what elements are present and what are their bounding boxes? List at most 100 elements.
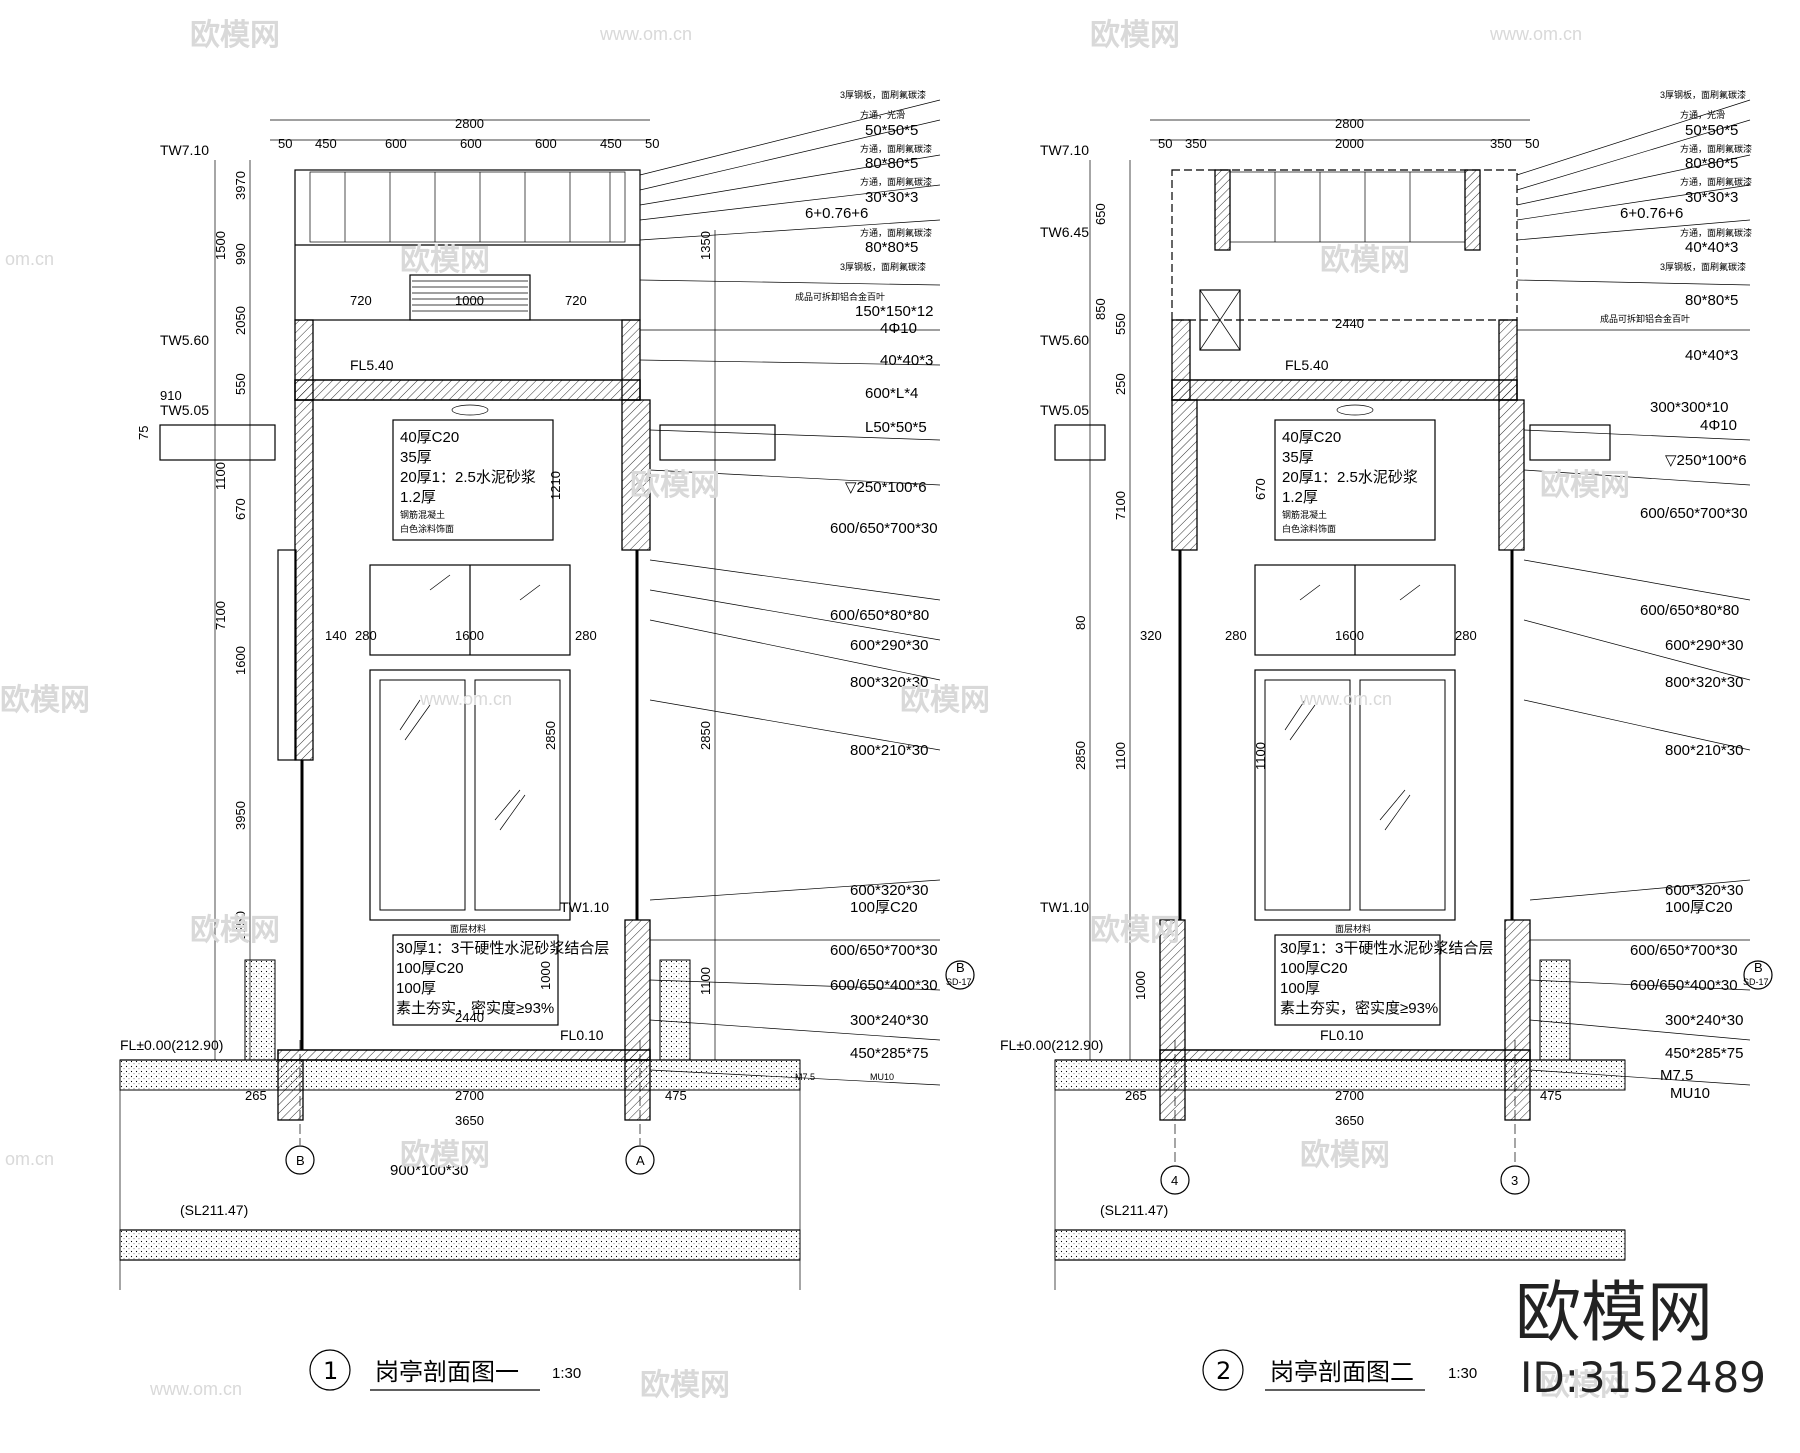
layer-note: 35厚 [1282, 449, 1314, 466]
layer-note: 1.2厚 [1282, 489, 1318, 506]
material-note: 方通，面刷氟碳漆 [1680, 227, 1752, 238]
watermark-brand: 欧模网 [190, 914, 280, 947]
elevation-mark: TW7.10 [1040, 142, 1089, 158]
watermark-brand: 欧模网 [190, 19, 280, 52]
material-note: 300*300*10 [1650, 399, 1728, 416]
watermark-brand: 欧模网 [1090, 914, 1180, 947]
inner-dim: 720 [350, 293, 372, 308]
watermark-url: www.om.cn [419, 689, 512, 709]
left-dim: 250 [1113, 373, 1128, 395]
left-dim: 670 [1253, 478, 1268, 500]
top-dim: 2000 [1335, 136, 1364, 151]
material-note: 40*40*3 [1685, 239, 1738, 256]
material-note: 方通，光滑 [1680, 109, 1725, 120]
left-dim: 650 [1093, 203, 1108, 225]
layer-note: 30厚1：3干硬性水泥砂浆结合层 [1280, 939, 1493, 957]
material-note: 600/650*80*80 [830, 607, 929, 624]
material-note: 30*30*3 [865, 189, 918, 206]
material-note: 80*80*5 [865, 155, 918, 172]
left-dim: 3970 [233, 171, 248, 200]
material-note: 方通，面刷氟碳漆 [860, 227, 932, 238]
layer-note: 40厚C20 [1282, 429, 1341, 446]
watermark-url: www.om.cn [149, 1379, 242, 1399]
section-mark-ref: SD-17 [1743, 977, 1769, 987]
inner-dim: 140 [325, 628, 347, 643]
material-note: 600*320*30 [1665, 882, 1743, 899]
drawing-title: 岗亭剖面图一 [375, 1358, 519, 1386]
axis-label-3: 3 [1511, 1173, 1518, 1188]
axis-label-a: A [636, 1153, 645, 1168]
layer-note: 30厚1：3干硬性水泥砂浆结合层 [396, 939, 609, 957]
inner-dim: 720 [565, 293, 587, 308]
left-dim: 1600 [233, 646, 248, 675]
layer-note: 40厚C20 [400, 429, 459, 446]
material-note: 3厚钢板，面刷氟碳漆 [840, 261, 926, 272]
top-dim: 50 [278, 136, 292, 151]
layer-note: 35厚 [400, 449, 432, 466]
material-note: 80*80*5 [1685, 155, 1738, 172]
material-note: 80*80*5 [865, 239, 918, 256]
section-drawing-1 [119, 99, 975, 1391]
material-note: 3厚钢板，面刷氟碳漆 [1660, 261, 1746, 272]
left-dimension-column: 1500 3970 990 2050 550 910 75 1100 670 7… [136, 171, 553, 990]
brand-id: ID:3152489 [1520, 1353, 1766, 1402]
watermark-url: www.om.cn [599, 24, 692, 44]
watermark-brand: 欧模网 [1540, 469, 1630, 502]
inner-dimensions-2: 2440 320 280 1600 280 2700 3650 265 475 [1125, 316, 1562, 1128]
material-note: 800*320*30 [850, 674, 928, 691]
material-note: 4Φ10 [880, 320, 917, 337]
corner-brand: 欧模网 ID:3152489 [1515, 1274, 1766, 1402]
left-dim: 80 [1073, 616, 1088, 630]
material-note: 方通，光滑 [860, 109, 905, 120]
left-dim: 1000 [1133, 971, 1148, 1000]
material-note: MU10 [870, 1072, 894, 1082]
inner-dim: 1600 [455, 628, 484, 643]
material-note: 800*210*30 [850, 742, 928, 759]
material-note: MU10 [1670, 1085, 1710, 1102]
material-note: 50*50*5 [865, 122, 918, 139]
left-dim: 7100 [213, 601, 228, 630]
inner-dim: 320 [1140, 628, 1162, 643]
elevation-mark: TW5.05 [160, 402, 209, 418]
inner-dim: 2440 [1335, 316, 1364, 331]
inner-dim: 2700 [455, 1088, 484, 1103]
brand-logo-text: 欧模网 [1515, 1274, 1713, 1351]
material-note: 600/650*400*30 [830, 977, 938, 994]
watermark-brand: 欧模网 [0, 684, 90, 717]
material-note: 450*285*75 [850, 1045, 928, 1062]
layer-note: 白色涂料饰面 [400, 523, 454, 534]
watermark-brand: 欧模网 [1300, 1139, 1390, 1172]
top-dim: 50 [1525, 136, 1539, 151]
left-dim: 7100 [1113, 491, 1128, 520]
left-dim: 3950 [233, 801, 248, 830]
material-note: 方通，面刷氟碳漆 [1680, 143, 1752, 154]
inner-dim: 3650 [455, 1113, 484, 1128]
elevation-mark: TW5.05 [1040, 402, 1089, 418]
top-dim-total: 2800 [1335, 116, 1364, 131]
material-note: 100厚C20 [850, 899, 918, 916]
material-note: 800*210*30 [1665, 742, 1743, 759]
left-dim: 1100 [1253, 742, 1268, 770]
bottom-note: 900*100*30 [390, 1162, 468, 1179]
material-note: 成品可拆卸铝合金百叶 [795, 291, 885, 302]
axis-label-b: B [296, 1153, 305, 1168]
material-note: 800*320*30 [1665, 674, 1743, 691]
top-dim-total: 2800 [455, 116, 484, 131]
inner-dim: 2700 [1335, 1088, 1364, 1103]
inner-dim: 475 [1540, 1088, 1562, 1103]
inner-dim: 1600 [1335, 628, 1364, 643]
material-note: 600*290*30 [850, 637, 928, 654]
elevation-mark: FL5.40 [350, 357, 394, 373]
left-dim: 75 [136, 426, 151, 440]
inner-dim: 1210 [548, 471, 563, 500]
material-note: 600/650*700*30 [830, 942, 938, 959]
watermark-brand: 欧模网 [640, 1369, 730, 1402]
elevation-mark: FL±0.00(212.90) [120, 1037, 223, 1053]
left-dim: 1100 [1113, 742, 1128, 770]
inner-dim: 2850 [543, 721, 558, 750]
section-mark: B [956, 960, 965, 975]
inner-dim: 280 [355, 628, 377, 643]
elevation-mark: FL0.10 [1320, 1027, 1364, 1043]
material-note: 4Φ10 [1700, 417, 1737, 434]
